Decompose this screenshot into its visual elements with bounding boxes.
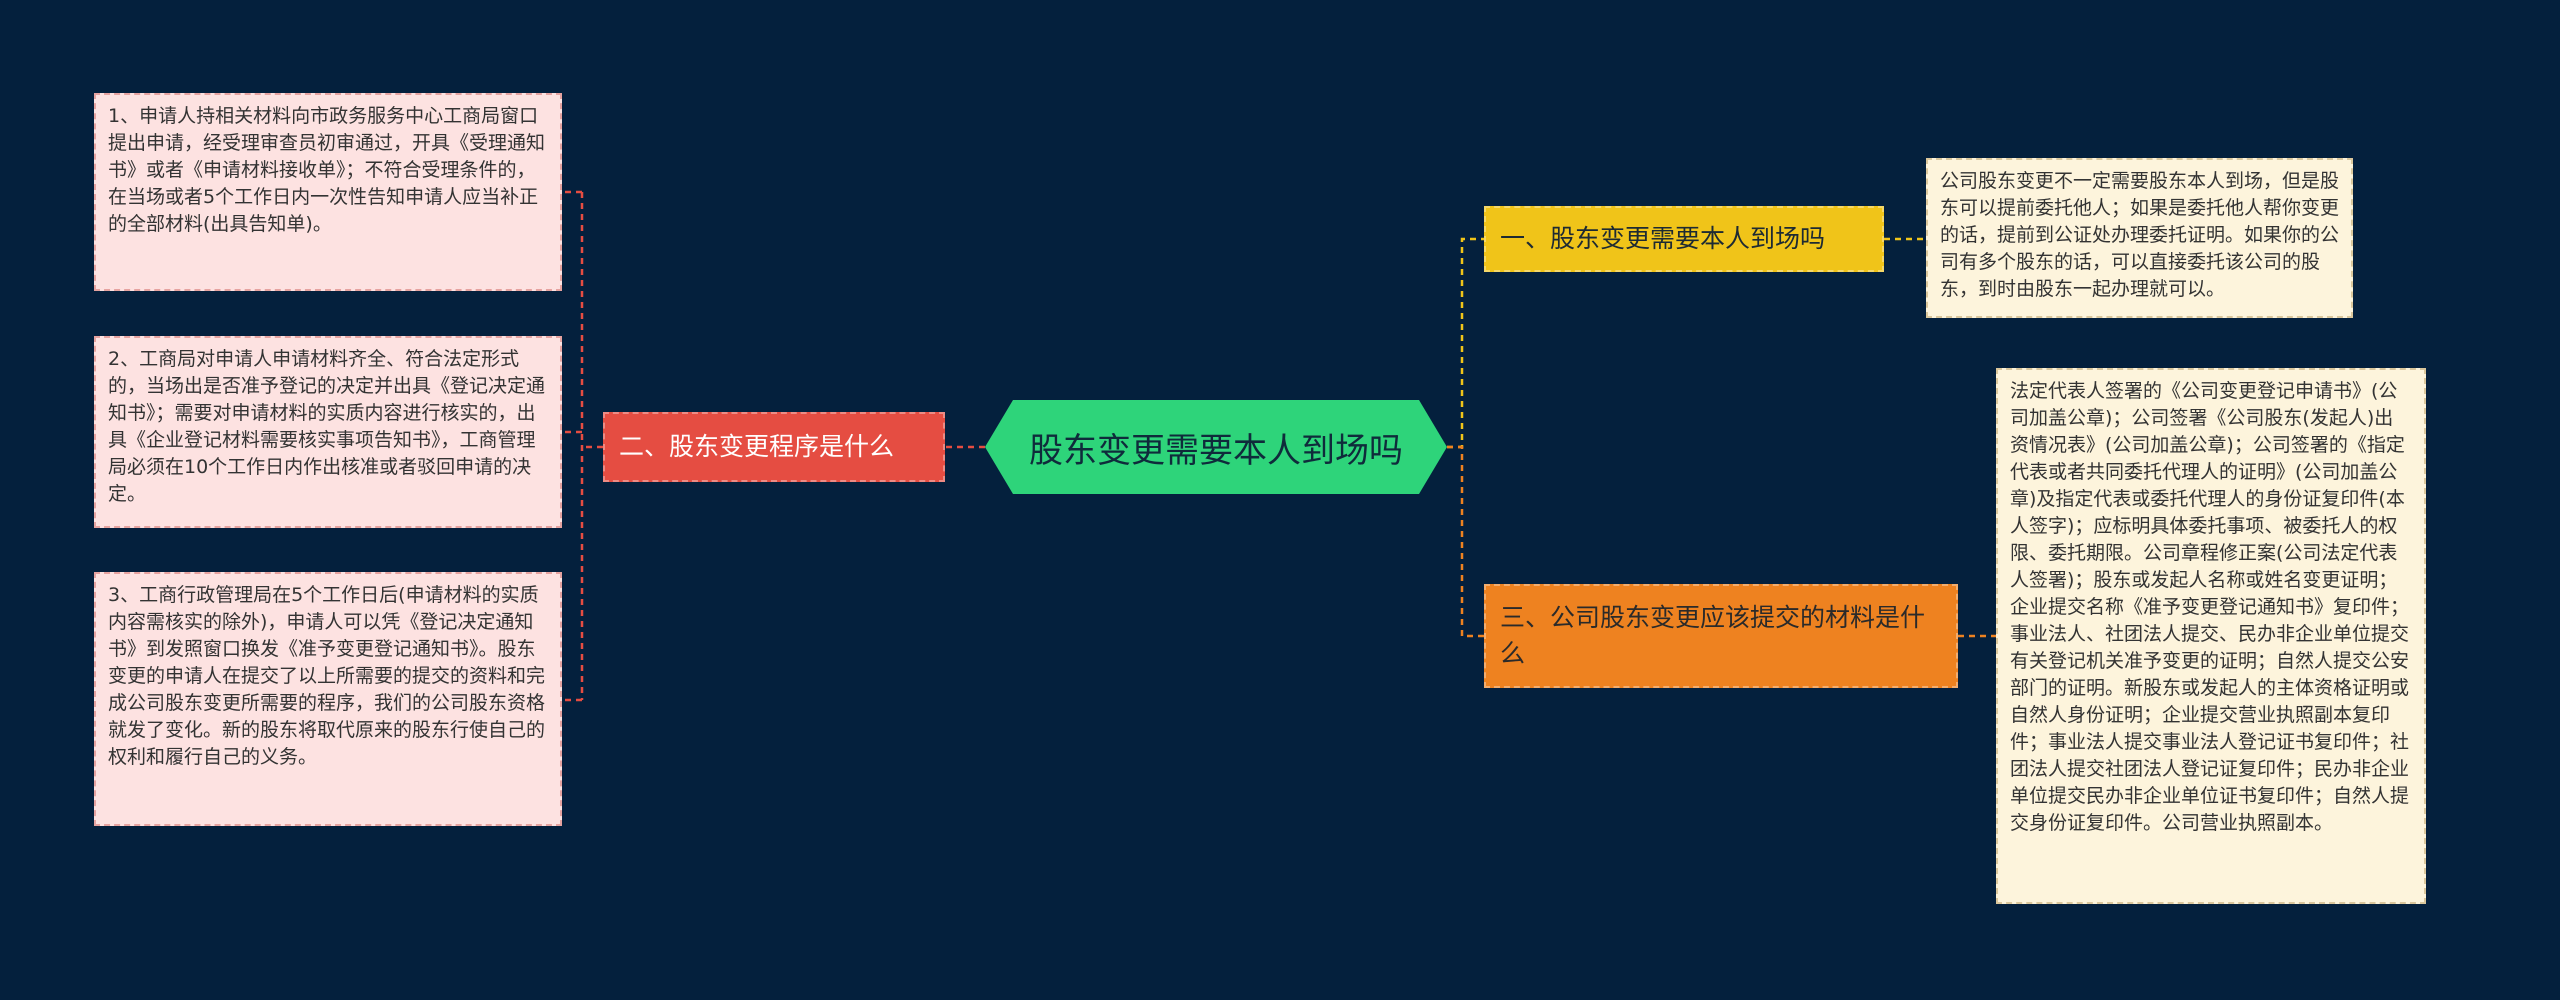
leaf-node-b2-3[interactable]: 3、工商行政管理局在5个工作日后(申请材料的实质内容需核实的除外)，申请人可以凭… (94, 572, 562, 826)
leaf-text: 1、申请人持相关材料向市政务服务中心工商局窗口提出申请，经受理审查员初审通过，开… (108, 105, 546, 235)
leaf-text: 3、工商行政管理局在5个工作日后(申请材料的实质内容需核实的除外)，申请人可以凭… (108, 584, 546, 768)
leaf-node-b3-1[interactable]: 法定代表人签署的《公司变更登记申请书》(公司加盖公章)；公司签署《公司股东(发起… (1996, 368, 2426, 904)
branch-label-1: 一、股东变更需要本人到场吗 (1500, 224, 1826, 253)
leaf-text: 法定代表人签署的《公司变更登记申请书》(公司加盖公章)；公司签署《公司股东(发起… (2010, 380, 2410, 834)
link-b2-leaves (562, 190, 603, 702)
leaf-text: 公司股东变更不一定需要股东本人到场，但是股东可以提前委托他人；如果是委托他人帮你… (1940, 170, 2340, 300)
leaf-node-b1-1[interactable]: 公司股东变更不一定需要股东本人到场，但是股东可以提前委托他人；如果是委托他人帮你… (1926, 158, 2353, 318)
center-topic-label: 股东变更需要本人到场吗 (1029, 430, 1403, 471)
center-topic[interactable]: 股东变更需要本人到场吗 (985, 400, 1447, 494)
leaf-node-b2-2[interactable]: 2、工商局对申请人申请材料齐全、符合法定形式的，当场出是否准予登记的决定并出具《… (94, 336, 562, 528)
link-center-b3 (1447, 445, 1484, 638)
leaf-node-b2-1[interactable]: 1、申请人持相关材料向市政务服务中心工商局窗口提出申请，经受理审查员初审通过，开… (94, 93, 562, 291)
branch-node-1[interactable]: 一、股东变更需要本人到场吗 (1484, 206, 1884, 272)
branch-label-2: 二、股东变更程序是什么 (619, 432, 895, 461)
branch-label-3: 三、公司股东变更应该提交的材料是什么 (1500, 603, 1926, 668)
link-center-b1 (1447, 237, 1484, 449)
branch-node-3[interactable]: 三、公司股东变更应该提交的材料是什么 (1484, 584, 1958, 688)
leaf-text: 2、工商局对申请人申请材料齐全、符合法定形式的，当场出是否准予登记的决定并出具《… (108, 348, 546, 505)
branch-node-2[interactable]: 二、股东变更程序是什么 (603, 412, 945, 482)
